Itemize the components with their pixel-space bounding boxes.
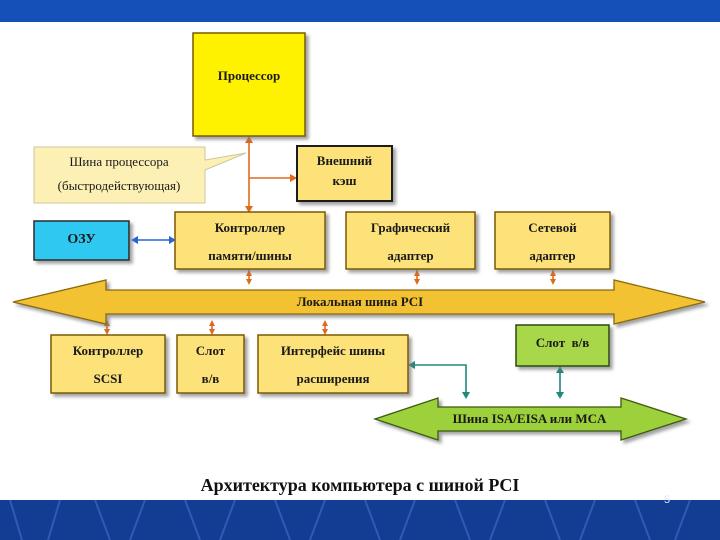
network-adapter-label-line2: адаптер (529, 248, 576, 263)
memory-bus-controller-label-line2: памяти/шины (208, 248, 292, 263)
io-slot-box (176, 334, 245, 394)
bottom-bar (0, 500, 720, 540)
processor-box (192, 32, 306, 137)
expansion-bus-interface-label-line1: Интерфейс шины (280, 343, 386, 358)
graphics-adapter-box (345, 211, 476, 270)
io-slot-label-line2: в/в (201, 371, 220, 386)
isa-io-slot-box (515, 324, 610, 367)
pci-bus-label: Локальная шина PCI (296, 294, 424, 309)
isa-bus-label: Шина ISA/EISA или MCA (452, 411, 607, 426)
top-bar (0, 0, 720, 22)
pci-bus-arrow (12, 279, 706, 325)
io-slot-label-line1: Слот (195, 343, 226, 358)
processor-label: Процессор (217, 68, 281, 83)
bottom-bar-pattern (9, 500, 691, 540)
expansion-bus-interface-label-line2: расширения (296, 371, 370, 386)
network-adapter-box (494, 211, 611, 270)
graphics-adapter-label-line2: адаптер (387, 248, 434, 263)
external-cache-box (296, 145, 393, 202)
ram-box (33, 220, 130, 261)
page-number: 5 (664, 494, 671, 506)
processor-bus-label-line1: Шина процессора (69, 154, 169, 169)
isa-connectors (410, 364, 561, 397)
diagram-caption: Архитектура компьютера с шиной PCI (200, 475, 520, 495)
memory-bus-controller-label-line1: Контроллер (214, 220, 286, 235)
processor-bus-label-line2: (быстродействующая) (57, 178, 181, 193)
connector-arrowheads (104, 136, 556, 335)
external-cache-label-line1: Внешний (316, 153, 373, 168)
graphics-adapter-label-line1: Графический (370, 220, 451, 235)
network-adapter-label-line1: Сетевой (528, 220, 577, 235)
scsi-controller-label-line1: Контроллер (72, 343, 144, 358)
isa-bus-arrow (372, 397, 689, 441)
memory-bus-controller-box (174, 211, 326, 270)
processor-bus-callout (33, 146, 247, 204)
scsi-controller-label-line2: SCSI (93, 371, 123, 386)
ram-label: ОЗУ (67, 232, 96, 247)
expansion-bus-interface-box (257, 334, 409, 394)
ram-connector (131, 236, 176, 244)
scsi-controller-box (50, 334, 166, 394)
external-cache-label-line2: кэш (332, 173, 357, 188)
isa-io-slot-label: Слот в/в (535, 335, 590, 350)
